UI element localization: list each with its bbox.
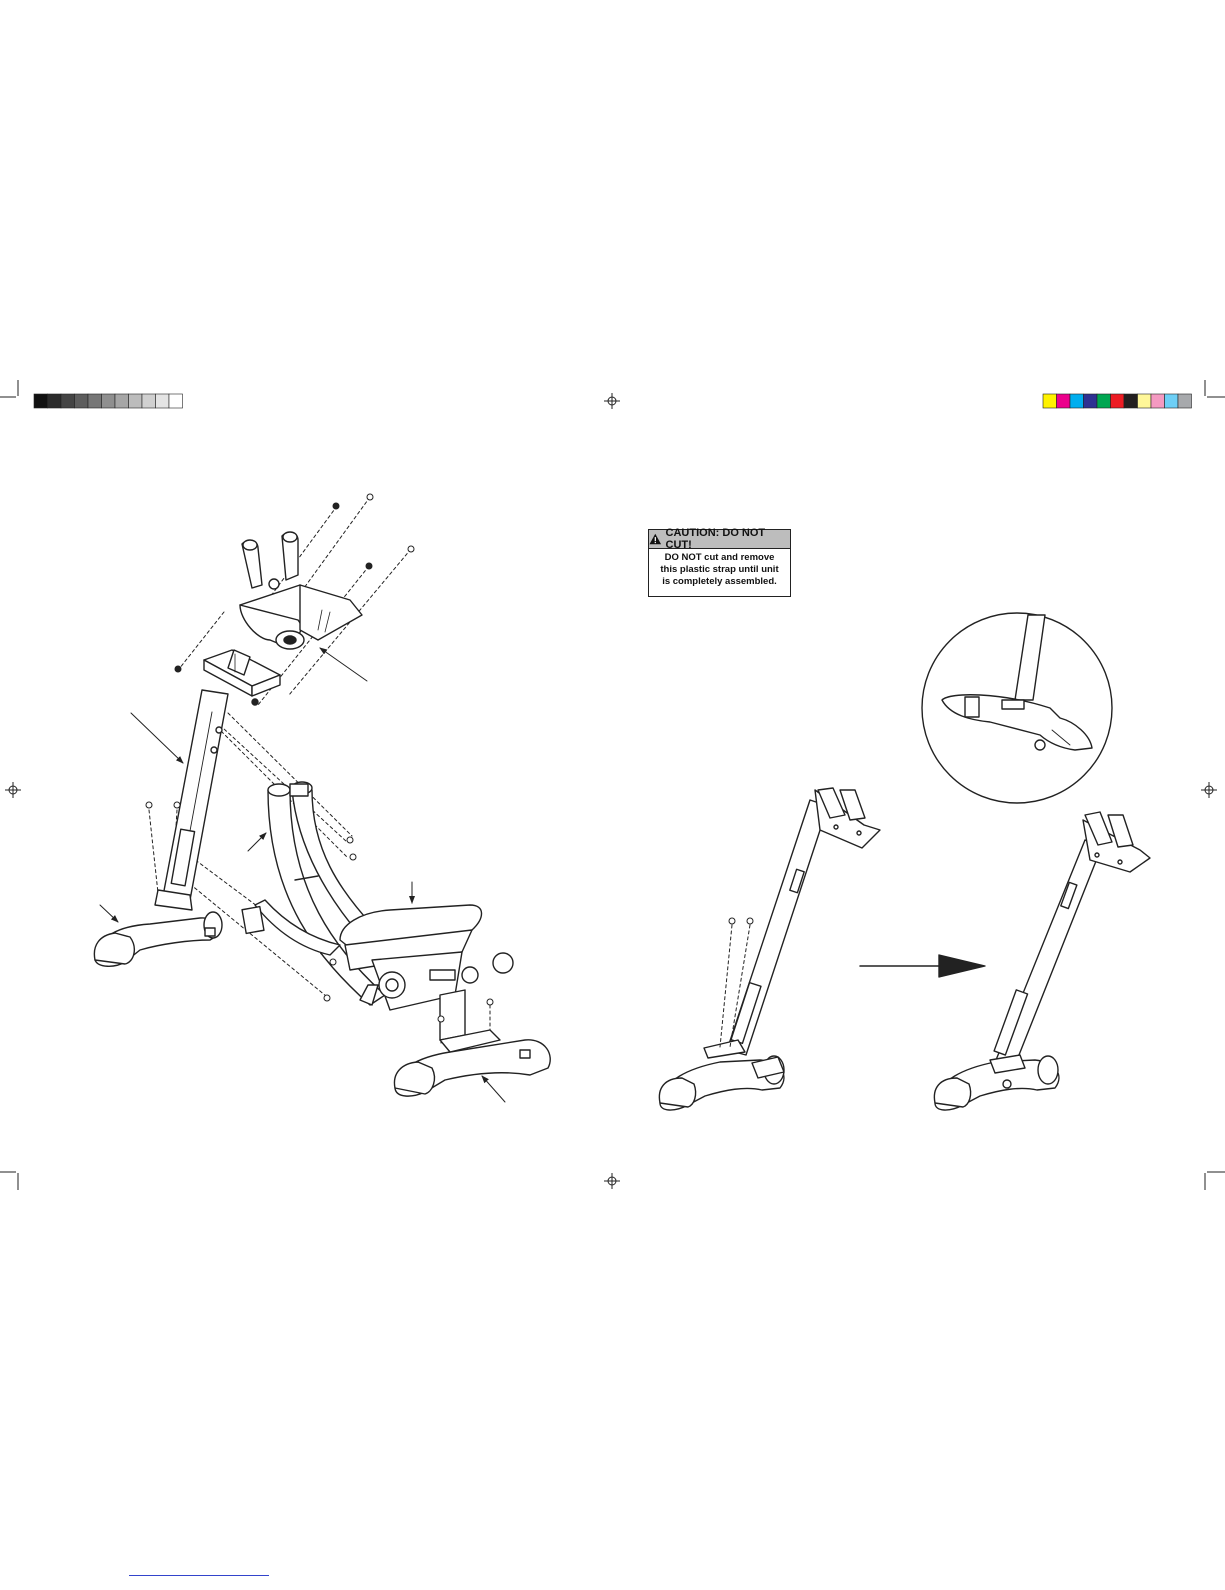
exploded-assembly-drawing <box>94 494 550 1102</box>
main-upright-tube <box>155 690 228 910</box>
caution-text: DO NOT cut and remove this plastic strap… <box>649 549 790 588</box>
color-swatch <box>1070 394 1084 408</box>
grayscale-swatch <box>75 394 89 408</box>
rear-post <box>440 990 465 1040</box>
color-bar <box>1043 394 1192 408</box>
caution-line-2: this plastic strap until unit <box>649 564 790 576</box>
grayscale-swatch <box>102 394 116 408</box>
caution-heading: CAUTION: DO NOT CUT! <box>666 527 790 551</box>
seat-carriage <box>340 905 513 1010</box>
grayscale-swatch <box>156 394 170 408</box>
caution-line-1: DO NOT cut and remove <box>649 552 790 564</box>
grayscale-swatch <box>169 394 183 408</box>
direction-arrow <box>860 955 985 977</box>
color-swatch <box>1043 394 1057 408</box>
grayscale-bar <box>34 394 183 408</box>
bottom-link-rule <box>129 1575 269 1576</box>
color-swatch <box>1165 394 1179 408</box>
color-swatch <box>1124 394 1138 408</box>
caution-line-3: is completely assembled. <box>649 576 790 588</box>
color-swatch <box>1138 394 1152 408</box>
grayscale-swatch <box>142 394 156 408</box>
magnified-detail-circle <box>922 613 1112 803</box>
caution-label: CAUTION: DO NOT CUT! DO NOT cut and remo… <box>648 529 791 597</box>
caution-heading-row: CAUTION: DO NOT CUT! <box>649 530 790 549</box>
grayscale-swatch <box>129 394 143 408</box>
color-swatch <box>1097 394 1111 408</box>
grayscale-swatch <box>61 394 75 408</box>
color-swatch <box>1151 394 1165 408</box>
rear-base-stabilizer <box>394 1030 550 1096</box>
tube-before-screws <box>729 918 753 924</box>
color-swatch <box>1057 394 1071 408</box>
grayscale-swatch <box>34 394 48 408</box>
color-swatch <box>1111 394 1125 408</box>
tube-before <box>659 788 880 1110</box>
curved-rail <box>242 782 385 1005</box>
color-swatch <box>1084 394 1098 408</box>
grayscale-swatch <box>48 394 62 408</box>
grayscale-swatch <box>88 394 102 408</box>
front-base-stabilizer <box>94 912 222 966</box>
color-swatch <box>1178 394 1192 408</box>
handlebar-pad-assembly <box>240 532 362 649</box>
strap-detail-drawing <box>659 613 1150 1110</box>
warning-triangle-icon <box>649 533 662 545</box>
grayscale-swatch <box>115 394 129 408</box>
